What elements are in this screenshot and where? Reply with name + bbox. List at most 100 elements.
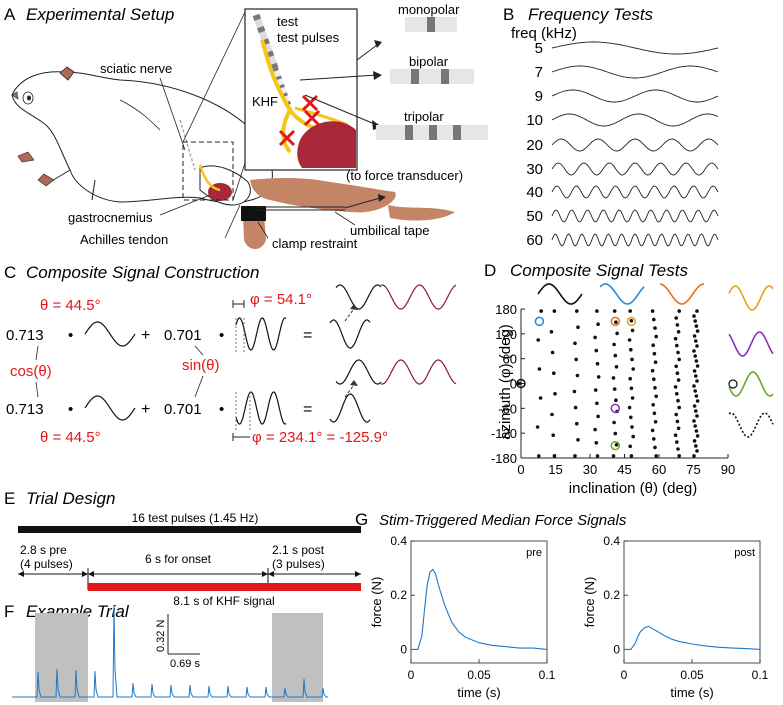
d-point [593, 427, 597, 432]
label-gastrocnemius: gastrocnemius [68, 210, 153, 225]
freq-label: 40 [526, 184, 543, 201]
d-point [551, 433, 555, 438]
d-side-wave [728, 285, 774, 311]
label-umbilical: umbilical tape [350, 223, 430, 238]
khf-label: 8.1 s of KHF signal [173, 594, 274, 608]
d-ytick: 0 [510, 377, 517, 392]
plus-2: + [141, 401, 150, 418]
electrode-x-marks [278, 94, 321, 147]
g-xtick: 0 [621, 668, 628, 682]
d-point [675, 440, 679, 444]
composite-wave-top [329, 319, 371, 349]
d-point [612, 420, 616, 425]
d-point [614, 398, 618, 403]
d-side-wave [728, 371, 774, 397]
panel-e-letter: E [4, 489, 15, 508]
d-ytick: 60 [503, 352, 517, 367]
g-ytick: 0 [613, 642, 620, 656]
d-point [612, 342, 616, 347]
example-trial-trace [12, 604, 328, 698]
onset-label: 6 s for onset [145, 552, 212, 566]
panel-e-title: Trial Design [26, 489, 115, 508]
d-point [676, 330, 681, 334]
d-point [537, 454, 541, 458]
d-point [627, 338, 632, 342]
panel-f-letter: F [4, 602, 14, 621]
phi-top: φ = 54.1° [250, 291, 312, 308]
g-xtick: 0.05 [467, 668, 491, 682]
d-point [692, 334, 697, 338]
d-point [517, 381, 521, 386]
d-point [677, 405, 681, 410]
d-point [692, 454, 696, 458]
panel-c: C Composite Signal Construction θ = 44.5… [4, 263, 457, 446]
d-point [650, 428, 655, 433]
d-point [694, 444, 698, 448]
d-point [675, 371, 680, 376]
rat-paw-front [17, 151, 35, 163]
d-point [651, 403, 655, 407]
panel-d-letter: D [484, 261, 496, 280]
d-point [575, 373, 580, 378]
d-point [573, 341, 577, 346]
d-point [675, 323, 680, 327]
d-highlight-ring [610, 440, 621, 451]
d-xtick: 90 [721, 462, 735, 477]
panel-d-title: Composite Signal Tests [510, 261, 688, 280]
d-point [692, 419, 696, 423]
d-point [573, 454, 577, 458]
pre-label-1: 2.8 s pre [20, 543, 67, 557]
d-side-wave [728, 331, 774, 357]
d-point [628, 309, 632, 313]
d-point [630, 357, 634, 362]
d-point [613, 431, 618, 436]
d-point [653, 386, 657, 390]
test-pulses-label: 16 test pulses (1.45 Hz) [132, 511, 259, 525]
d-point [692, 404, 697, 408]
d-point [595, 361, 600, 366]
freq-wave [551, 162, 719, 176]
d-point [694, 339, 698, 343]
d-point [573, 405, 578, 410]
d-point [631, 367, 635, 371]
g-xlabel: time (s) [670, 685, 713, 700]
d-point [630, 328, 635, 333]
g-xtick: 0.1 [539, 668, 556, 682]
label-achilles: Achilles tendon [80, 232, 168, 247]
d-point [674, 364, 678, 369]
d-point [695, 364, 700, 368]
d-point [613, 353, 618, 358]
g-axes-box [410, 540, 548, 664]
theta-top: θ = 44.5° [40, 297, 101, 314]
d-highlight-ring [534, 316, 545, 327]
freq-wave [551, 138, 719, 152]
label-khf: KHF [252, 94, 278, 109]
freq-wave [551, 113, 719, 127]
d-point [614, 365, 619, 369]
panel-d-ylabel: azimuth (φ) (deg) [497, 324, 514, 440]
label-test-pulses-1: test [277, 14, 298, 29]
d-ytick: -180 [491, 451, 517, 466]
d-top-wave [537, 283, 583, 305]
d-point [673, 336, 678, 341]
scale-y-label: 0.32 N [155, 620, 167, 652]
d-ytick: -60 [498, 401, 517, 416]
d-point [695, 344, 699, 348]
d-xtick: 75 [686, 462, 700, 477]
d-point [675, 343, 679, 348]
d-point [652, 351, 657, 356]
d-point [675, 419, 680, 424]
label-monopolar: monopolar [398, 2, 460, 17]
d-point [692, 349, 696, 353]
d-point [695, 309, 699, 313]
d-point [595, 401, 599, 406]
d-point [653, 445, 657, 450]
d-point [552, 309, 557, 313]
g-force-line [624, 625, 761, 650]
d-point [537, 367, 542, 371]
panel-d: D Composite Signal Tests 180120600-60-12… [484, 261, 774, 497]
d-point [611, 454, 616, 458]
inset-muscle [297, 121, 356, 168]
post-label-2: (3 pulses) [272, 557, 325, 571]
rat-nose [11, 91, 19, 100]
